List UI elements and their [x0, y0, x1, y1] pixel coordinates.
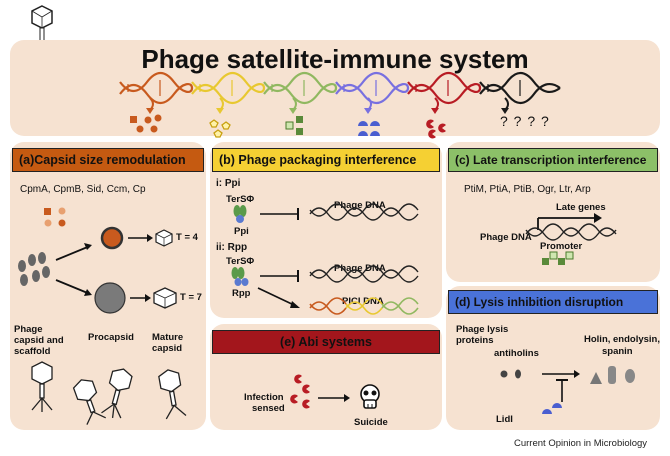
antiholins-label: antiholins [494, 348, 539, 359]
credit-text: Current Opinion in Microbiology [514, 438, 648, 449]
panel-a-diagram [18, 207, 177, 314]
promoter-label: Promoter [540, 241, 583, 252]
phage-dna-1: Phage DNA [334, 200, 386, 211]
panel-e-header: (e) Abi systems [212, 330, 440, 354]
top-arrows-and-icons [130, 97, 509, 139]
panel-e-diagram [290, 374, 380, 409]
panel-c-proteins: PtiM, PtiA, PtiB, Ogr, Ltr, Arp [464, 184, 591, 195]
top-dna-strands [119, 71, 561, 105]
scaffold-label-2: capsid and [14, 335, 64, 346]
question-marks: ? ? ? ? [500, 113, 550, 129]
tersp-1: TerSΦ [226, 194, 255, 205]
panel-a-proteins: CpmA, CpmB, Sid, Ccm, Cp [20, 184, 146, 195]
holin-label-2: spanin [602, 346, 633, 357]
mature-label-1: Mature [152, 332, 184, 343]
scaffold-label-1: Phage [14, 324, 43, 335]
panel-c-header: (c) Late transcription interference [448, 148, 658, 172]
lysis-label-2: proteins [456, 335, 494, 346]
panel-b-header: (b) Phage packaging interference [212, 148, 440, 172]
suicide-label: Suicide [354, 417, 388, 428]
panel-b-diagram [231, 203, 419, 315]
panel-c-diagram [525, 213, 617, 265]
pici-dna: PICI DNA [342, 296, 384, 307]
lidl-label: LidI [496, 414, 513, 425]
panel-d-header: (d) Lysis inhibition disruption [448, 290, 658, 314]
t7-label: T = 7 [180, 292, 202, 303]
phage-dna-c-label: Phage DNA [480, 232, 532, 243]
procapsid-label: Procapsid [88, 332, 134, 343]
late-genes-label: Late genes [556, 202, 606, 213]
phage-dna-2: Phage DNA [334, 263, 386, 274]
infection-label-2: sensed [252, 403, 285, 414]
mature-label-2: capsid [152, 343, 183, 354]
skull-icon [360, 384, 380, 409]
sub-rpp: ii: Rpp [216, 242, 248, 253]
scaffold-label-3: scaffold [14, 346, 51, 357]
panel-a-header: (a)Capsid size remodulation [12, 148, 204, 172]
infection-label-1: Infection [244, 392, 284, 403]
tersp-2: TerSΦ [226, 256, 255, 267]
sub-ppi: i: Ppi [216, 178, 241, 189]
t4-label: T = 4 [176, 232, 198, 243]
rpp-label: Rpp [232, 288, 251, 299]
holin-label-1: Holin, endolysin, [584, 334, 661, 345]
panel-d-diagram [500, 366, 635, 414]
phage-cluster-icons [31, 361, 187, 425]
ppi-label: Ppi [234, 226, 249, 237]
lysis-label-1: Phage lysis [456, 324, 509, 335]
page-title: Phage satellite-immune system [141, 44, 529, 74]
